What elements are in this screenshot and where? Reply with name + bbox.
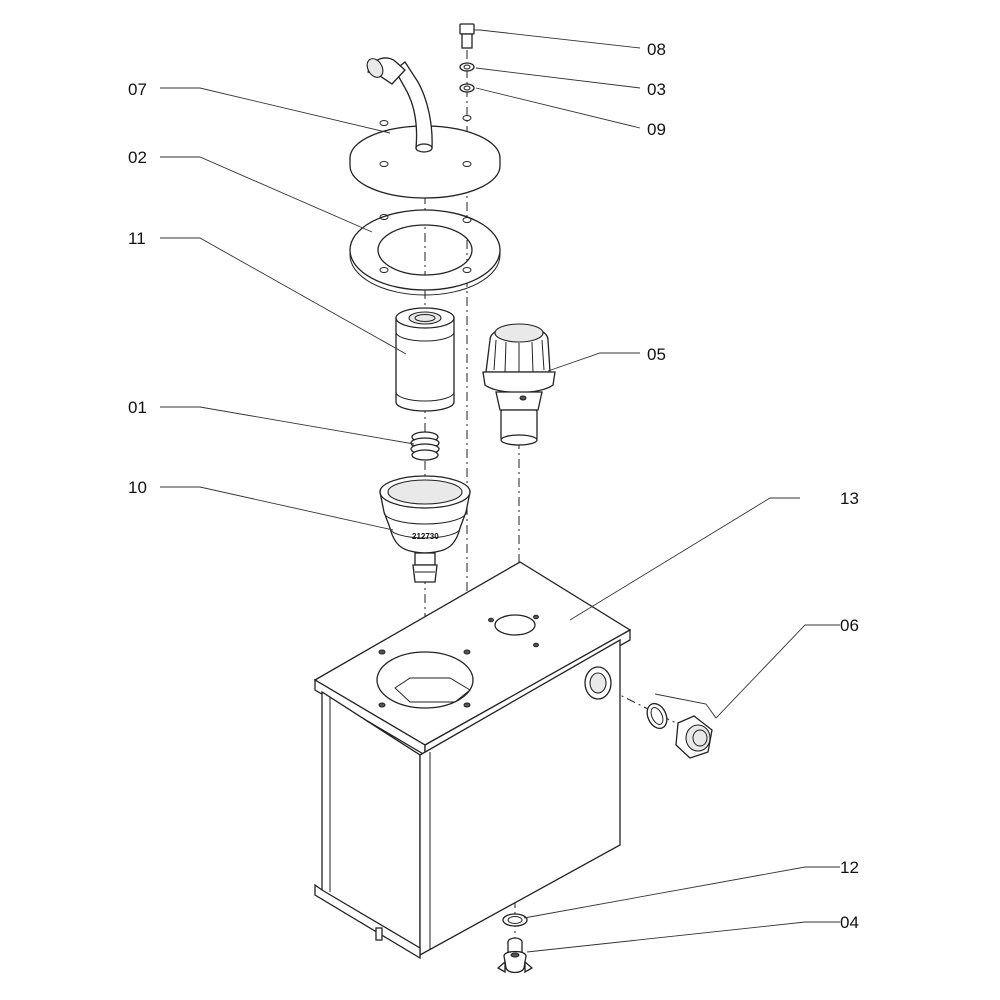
- lid-with-pipe-part-07: [349, 57, 501, 199]
- callout-06: 06: [840, 616, 859, 635]
- callout-05: 05: [647, 345, 666, 364]
- callout-08: 08: [647, 40, 666, 59]
- callout-07: 07: [128, 80, 147, 99]
- callout-03: 03: [647, 80, 666, 99]
- callout-01: 01: [128, 398, 147, 417]
- callout-13: 13: [840, 489, 859, 508]
- callout-02: 02: [128, 148, 147, 167]
- spring-part-01: [410, 431, 440, 461]
- callout-09: 09: [647, 120, 666, 139]
- callout-12: 12: [840, 858, 859, 877]
- washer-part-12: [502, 913, 528, 927]
- filter-housing-part-10: 212730: [379, 475, 471, 583]
- tank-part-13: [313, 561, 632, 960]
- callout-labels: 08 03 09 07 02 11 05 01 10 13 06 12 04: [128, 40, 859, 932]
- gasket-part-02: [349, 209, 501, 296]
- lock-washer-part-03: [459, 62, 475, 72]
- filter-element-part-11: [395, 307, 455, 412]
- washer-part-09: [459, 83, 475, 93]
- callout-04: 04: [840, 913, 859, 932]
- housing-part-marking: 212730: [412, 532, 439, 541]
- breather-cap-part-05: [482, 323, 556, 446]
- callout-10: 10: [128, 478, 147, 497]
- callout-11: 11: [128, 229, 146, 248]
- bolt-part-08: [459, 23, 475, 49]
- drain-plug-part-04: [496, 937, 534, 974]
- plug-with-oring-part-06: [646, 702, 713, 759]
- leader-lines: [160, 29, 840, 953]
